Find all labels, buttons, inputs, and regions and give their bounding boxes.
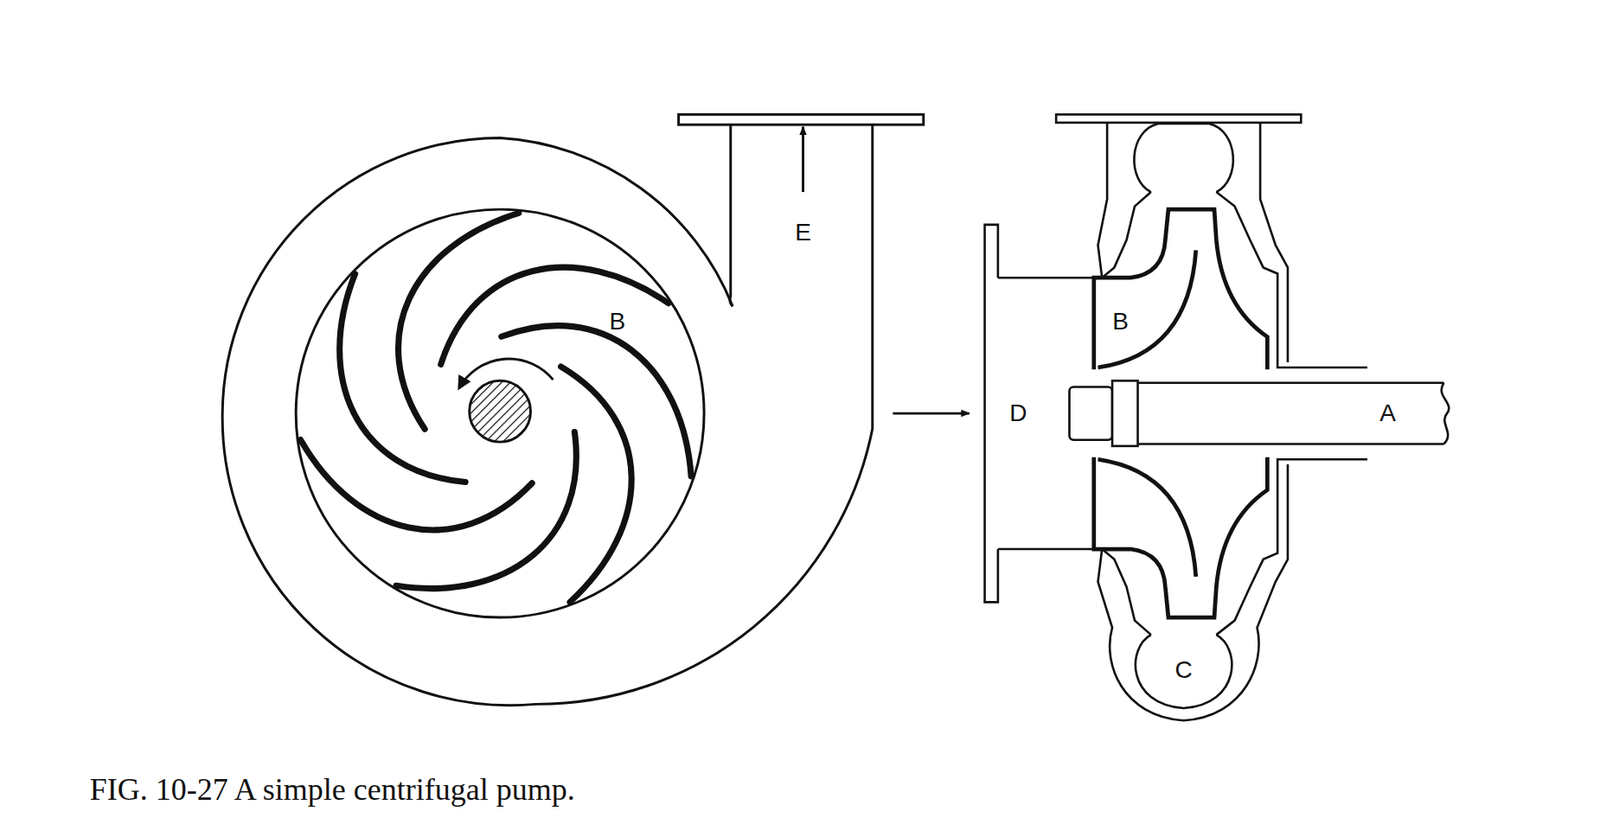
impeller-section [1094,209,1268,618]
volute-tongue [729,124,733,307]
casing-outer-bottom [1098,464,1288,721]
volute-outline [222,124,873,705]
impeller-nut [1068,386,1113,440]
impeller-front-view [284,191,719,619]
part-letter: D [1009,401,1027,426]
discharge-flange [678,114,924,125]
part-letter: E [794,220,812,245]
volute-bottom [1135,634,1232,709]
part-letter: C [1174,658,1192,683]
inlet-flange [985,224,999,603]
volute-casing [222,114,924,705]
casing-inner [1101,192,1368,635]
rotation-arrow [459,358,554,389]
discharge-arrow [801,127,805,193]
discharge-flange-section [1056,114,1301,122]
shaft-collar [1112,380,1138,447]
figure-caption: FIG. 10-27 A simple centrifugal pump. [89,774,576,809]
inlet-arrow [892,412,969,416]
shaft [1068,380,1449,447]
part-letter: B [608,309,626,334]
impeller-rim [295,209,704,618]
shaft-section [469,380,532,442]
part-letter: B [1112,309,1129,334]
impeller-blades [284,191,719,619]
pump-section [985,114,1368,721]
volute-top [1133,123,1233,192]
part-letter: A [1379,401,1396,426]
